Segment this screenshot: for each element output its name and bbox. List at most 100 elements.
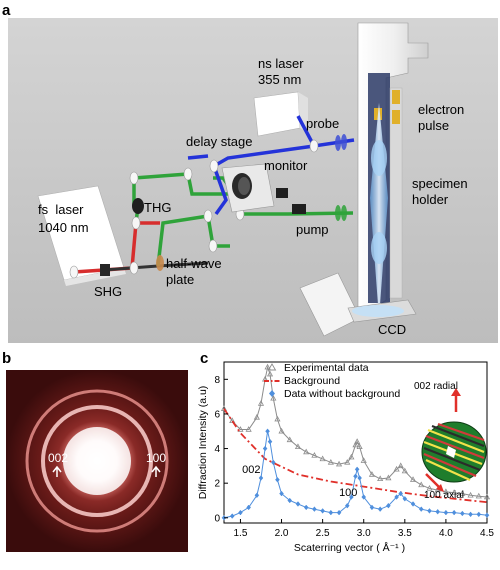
- legend-swatch: [269, 390, 275, 397]
- data-point: [287, 497, 293, 504]
- data-point: [427, 508, 432, 514]
- panel-b-letter: b: [2, 350, 12, 367]
- delay-stage: [221, 163, 275, 213]
- ring-arrow-left: [52, 465, 62, 477]
- y-tick-label: 6: [214, 409, 220, 420]
- half-wave-plate-label-line2: plate: [166, 272, 194, 287]
- data-point: [257, 400, 265, 406]
- data-point: [426, 484, 433, 491]
- pump-lenses: [335, 205, 347, 221]
- data-point: [361, 494, 367, 500]
- shg-crystal: [100, 264, 110, 276]
- data-point: [258, 475, 264, 481]
- data-point: [265, 428, 270, 435]
- data-point: [475, 492, 482, 499]
- data-point: [253, 413, 260, 420]
- peak-annotation: 100: [339, 487, 357, 499]
- diffraction-ring-inner: [41, 405, 153, 517]
- data-point: [377, 475, 384, 482]
- y-tick-label: 2: [214, 479, 220, 490]
- data-point: [311, 452, 318, 458]
- data-point: [327, 458, 334, 465]
- data-point: [344, 502, 350, 509]
- series-diamond: [221, 428, 490, 521]
- x-tick-label: 2.0: [275, 528, 289, 539]
- lenses: [335, 134, 347, 151]
- specimen-holder-label-line1: specimen: [412, 176, 468, 191]
- data-point: [266, 370, 274, 377]
- data-point: [484, 512, 490, 519]
- data-point: [278, 427, 285, 434]
- x-axis-label: Scaterring vector ( Å⁻¹ ): [294, 541, 405, 554]
- x-tick-label: 4.0: [439, 528, 453, 539]
- data-point: [270, 394, 277, 401]
- probe-label: probe: [306, 116, 339, 131]
- data-point: [368, 471, 376, 477]
- y-axis-label: Diffraction Intensity (a.u): [197, 386, 209, 500]
- data-point: [377, 506, 383, 512]
- ns-laser-box: [253, 91, 308, 137]
- series-triangle: [220, 363, 491, 500]
- data-point: [443, 509, 449, 516]
- mirrors: [69, 139, 319, 279]
- series-line: [223, 408, 488, 504]
- monitor-detector: [276, 188, 306, 214]
- data-point: [328, 509, 334, 516]
- data-point: [312, 506, 317, 512]
- data-point: [460, 510, 465, 517]
- pump-label: pump: [296, 222, 329, 237]
- delay-stage-label: delay stage: [186, 134, 253, 149]
- panel-a-letter: a: [2, 2, 11, 19]
- fs-laser-label-line2: 1040 nm: [38, 220, 89, 235]
- data-point: [275, 476, 280, 483]
- panel-b: b 002 100: [0, 348, 200, 565]
- data-point: [451, 489, 458, 495]
- data-point: [320, 508, 325, 514]
- data-point: [279, 490, 284, 497]
- data-point: [319, 455, 326, 462]
- data-point: [254, 492, 260, 499]
- data-point: [467, 491, 474, 498]
- data-point: [354, 438, 361, 444]
- half-wave-plate: [156, 255, 164, 271]
- ring-label-002: 002: [48, 451, 68, 465]
- ring-label-100: 100: [146, 451, 166, 465]
- ring-arrow-right: [151, 465, 161, 477]
- ccd-label: CCD: [378, 322, 406, 337]
- data-point: [354, 466, 360, 473]
- data-point: [245, 426, 252, 432]
- data-point: [220, 405, 228, 411]
- data-point: [398, 490, 404, 497]
- data-point: [270, 459, 276, 466]
- data-point: [267, 438, 273, 445]
- data-point: [303, 448, 310, 455]
- series-line: [223, 365, 488, 498]
- data-point: [262, 445, 268, 452]
- data-point: [459, 490, 466, 496]
- data-point: [286, 436, 293, 443]
- y-tick-label: 0: [214, 513, 220, 524]
- data-point: [483, 493, 491, 500]
- data-point: [344, 458, 351, 465]
- data-point: [418, 481, 425, 488]
- y-tick-label: 4: [214, 444, 220, 455]
- x-tick-label: 4.5: [480, 528, 494, 539]
- data-point: [229, 513, 235, 519]
- data-point: [360, 457, 367, 463]
- data-point: [335, 460, 343, 467]
- diffraction-pattern: 002 100: [6, 370, 188, 552]
- thg-label: THG: [144, 200, 171, 215]
- y-tick-label: 8: [214, 375, 220, 386]
- data-point: [336, 509, 342, 516]
- data-point: [468, 511, 473, 518]
- inset-label-axial: 100 axial: [424, 490, 464, 501]
- data-point: [352, 441, 359, 448]
- data-point: [357, 475, 362, 481]
- data-point: [349, 494, 354, 500]
- legend-label: Data without background: [284, 388, 400, 400]
- diffraction-core: [63, 427, 131, 495]
- shg-label: SHG: [94, 284, 122, 299]
- data-point: [418, 506, 424, 512]
- data-point: [402, 495, 408, 502]
- monitor-label: monitor: [264, 158, 308, 173]
